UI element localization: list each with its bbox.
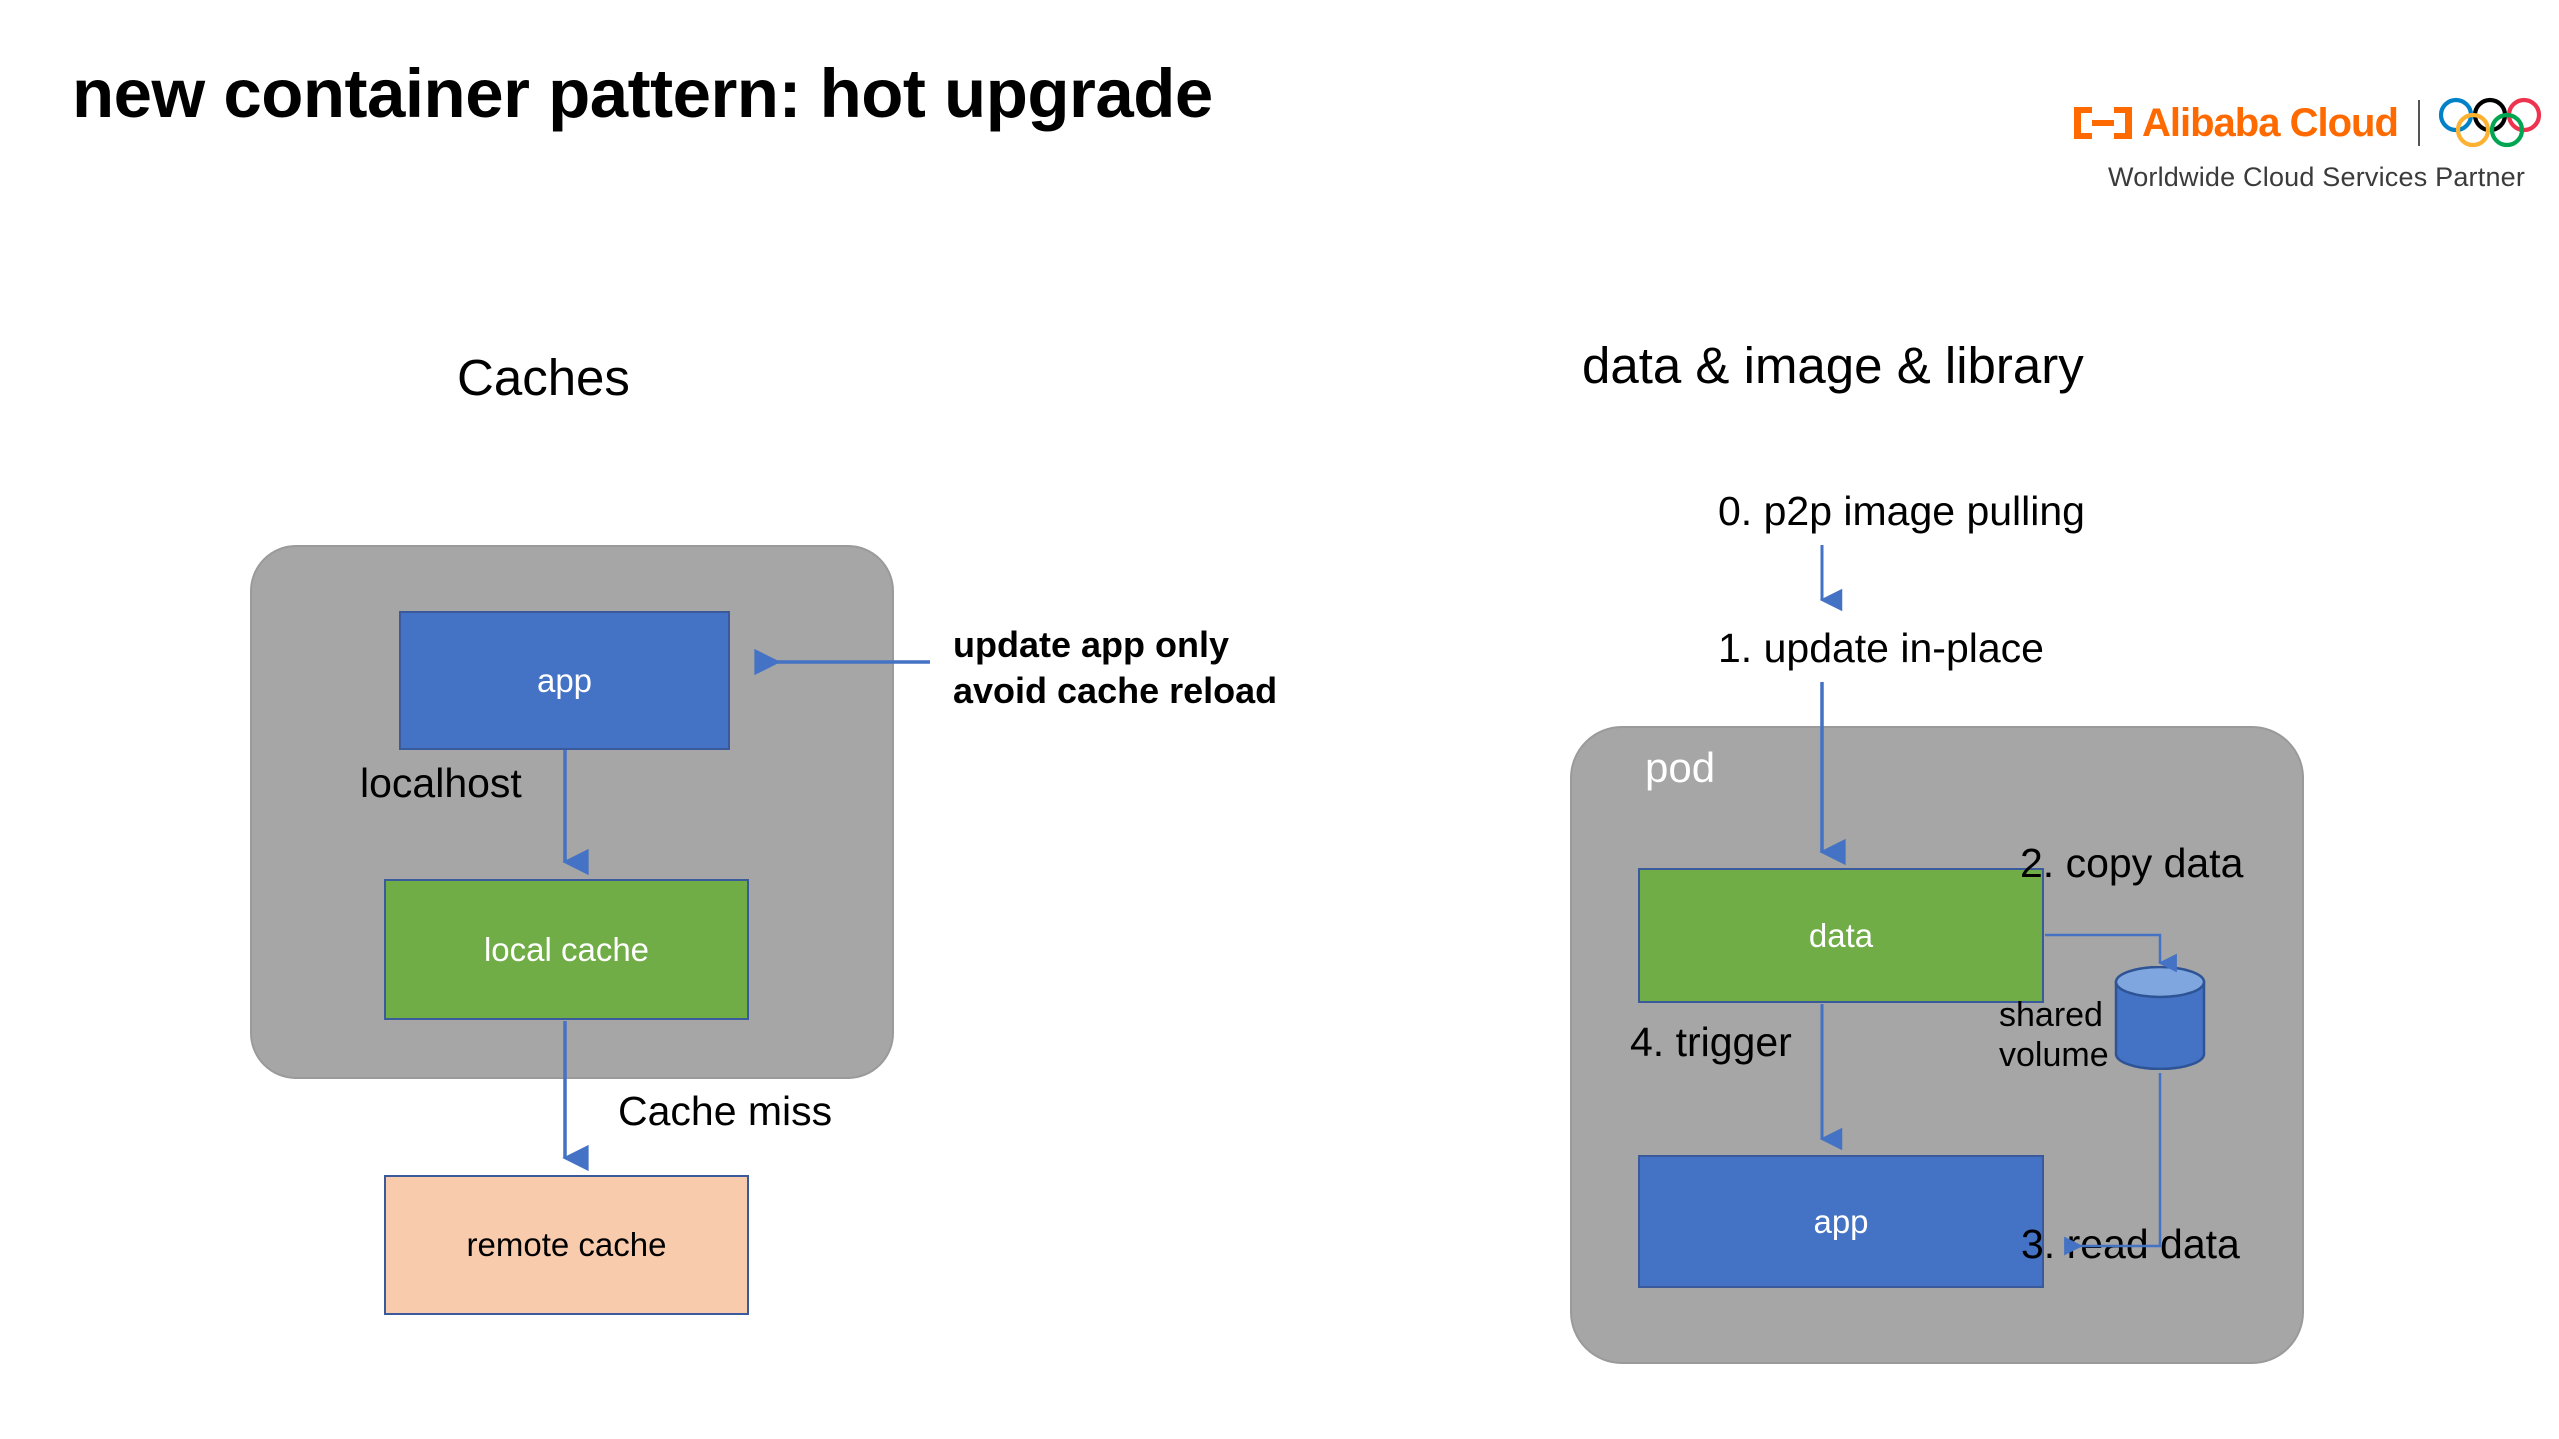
step-label-1: 1. update in-place	[1718, 625, 2044, 671]
olympic-rings-icon	[2438, 97, 2550, 149]
edge-label-localhost: localhost	[360, 760, 522, 806]
node-data[interactable]: data	[1638, 868, 2044, 1003]
edge-label-cache-miss: Cache miss	[618, 1088, 833, 1134]
step-label-0: 0. p2p image pulling	[1718, 488, 2085, 534]
logo-divider	[2417, 100, 2420, 146]
node-app-left[interactable]: app	[399, 611, 730, 750]
callout-update-app: update app only avoid cache reload	[953, 622, 1277, 714]
logo-wordmark: Alibaba Cloud	[2142, 101, 2399, 145]
page-title: new container pattern: hot upgrade	[72, 55, 1213, 132]
alibaba-cloud-mark-icon	[2072, 103, 2134, 143]
node-local-cache[interactable]: local cache	[384, 879, 749, 1020]
callout-line-1: update app only	[953, 624, 1230, 665]
step-label-4: 4. trigger	[1630, 1019, 1792, 1065]
left-panel-heading: Caches	[457, 349, 630, 406]
node-remote-cache[interactable]: remote cache	[384, 1175, 749, 1315]
brand-logo: Alibaba Cloud Worldwide Cloud Services P…	[2072, 92, 2542, 202]
shared-volume-label: shared volume	[1999, 996, 2109, 1074]
step-label-3: 3. read data	[2021, 1221, 2240, 1267]
right-panel-heading: data & image & library	[1582, 337, 2084, 394]
step-label-2: 2. copy data	[2020, 840, 2244, 886]
shared-volume-cylinder-icon[interactable]	[2113, 965, 2207, 1071]
callout-line-2: avoid cache reload	[953, 670, 1278, 712]
node-app-right[interactable]: app	[1638, 1155, 2044, 1288]
pod-label: pod	[1645, 744, 1716, 791]
logo-tagline: Worldwide Cloud Services Partner	[2108, 162, 2526, 192]
